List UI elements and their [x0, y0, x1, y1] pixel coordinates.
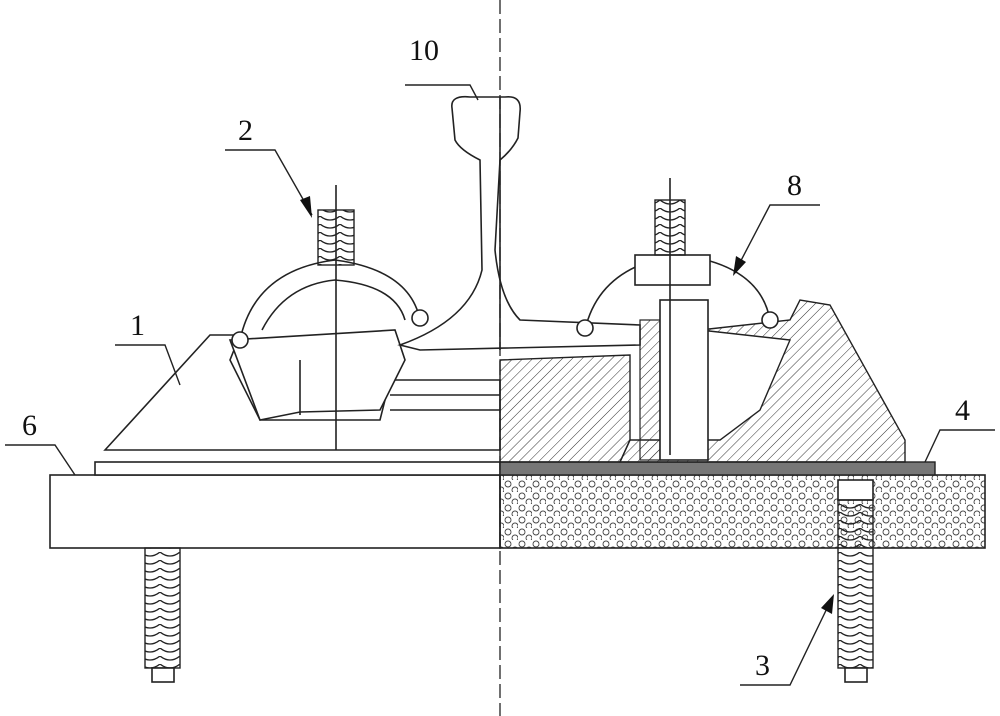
arrowheads: [300, 196, 834, 614]
screw-spike-right: [837, 479, 874, 683]
sleeper: [49, 474, 986, 549]
elastic-clip-left: [231, 185, 429, 450]
elastic-clip-right: [576, 178, 779, 455]
rail: [397, 95, 641, 351]
leader-lines: [5, 84, 995, 686]
pad: [94, 461, 936, 476]
label-elastic-clip: 8: [787, 169, 802, 202]
label-rail: 10: [409, 34, 439, 67]
label-clip-seat: 1: [130, 309, 145, 342]
label-screw-spike: 3: [755, 649, 770, 682]
label-sleeper: 6: [22, 409, 37, 442]
label-bolt: 2: [238, 114, 253, 147]
screw-spike-left: [144, 547, 181, 683]
clip-seat-left: [103, 329, 501, 451]
clip-seat-right: [499, 299, 906, 463]
label-pad: 4: [955, 394, 970, 427]
